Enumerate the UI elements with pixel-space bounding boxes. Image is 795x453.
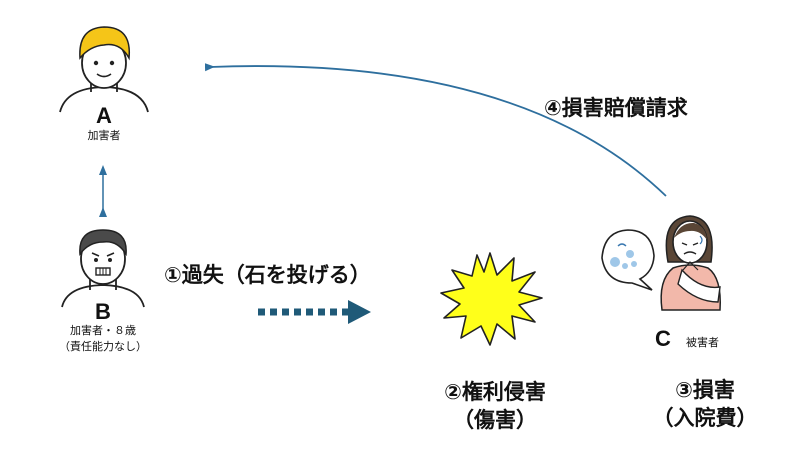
person-c-role: 被害者 — [686, 336, 719, 349]
person-b-role: 加害者・８歳 — [70, 324, 136, 337]
person-a-icon — [59, 26, 149, 113]
step-2-infringement-label: ②権利侵害 — [444, 380, 546, 404]
person-c-letter: C — [655, 326, 671, 351]
step-3-damage-label: ③損害 — [675, 378, 735, 402]
impact-burst-icon — [440, 252, 543, 346]
person-c-icon — [660, 215, 721, 311]
speech-bubble-icon — [601, 229, 655, 291]
throw-dotted-arrow — [258, 300, 371, 324]
person-b-note: （責任能力なし） — [59, 340, 147, 353]
person-a-letter: A — [96, 103, 112, 128]
claim-curved-arrow — [204, 63, 667, 197]
step-2-injury-label: （傷害） — [453, 408, 537, 432]
person-a-role: 加害者 — [87, 129, 121, 142]
person-b-icon — [61, 229, 145, 308]
step-1-negligence-label: ①過失（石を投げる） — [164, 263, 371, 287]
person-b-letter: B — [95, 299, 111, 324]
step-3-expense-label: （入院費） — [652, 406, 758, 430]
step-4-claim-label: ④損害賠償請求 — [544, 96, 688, 120]
